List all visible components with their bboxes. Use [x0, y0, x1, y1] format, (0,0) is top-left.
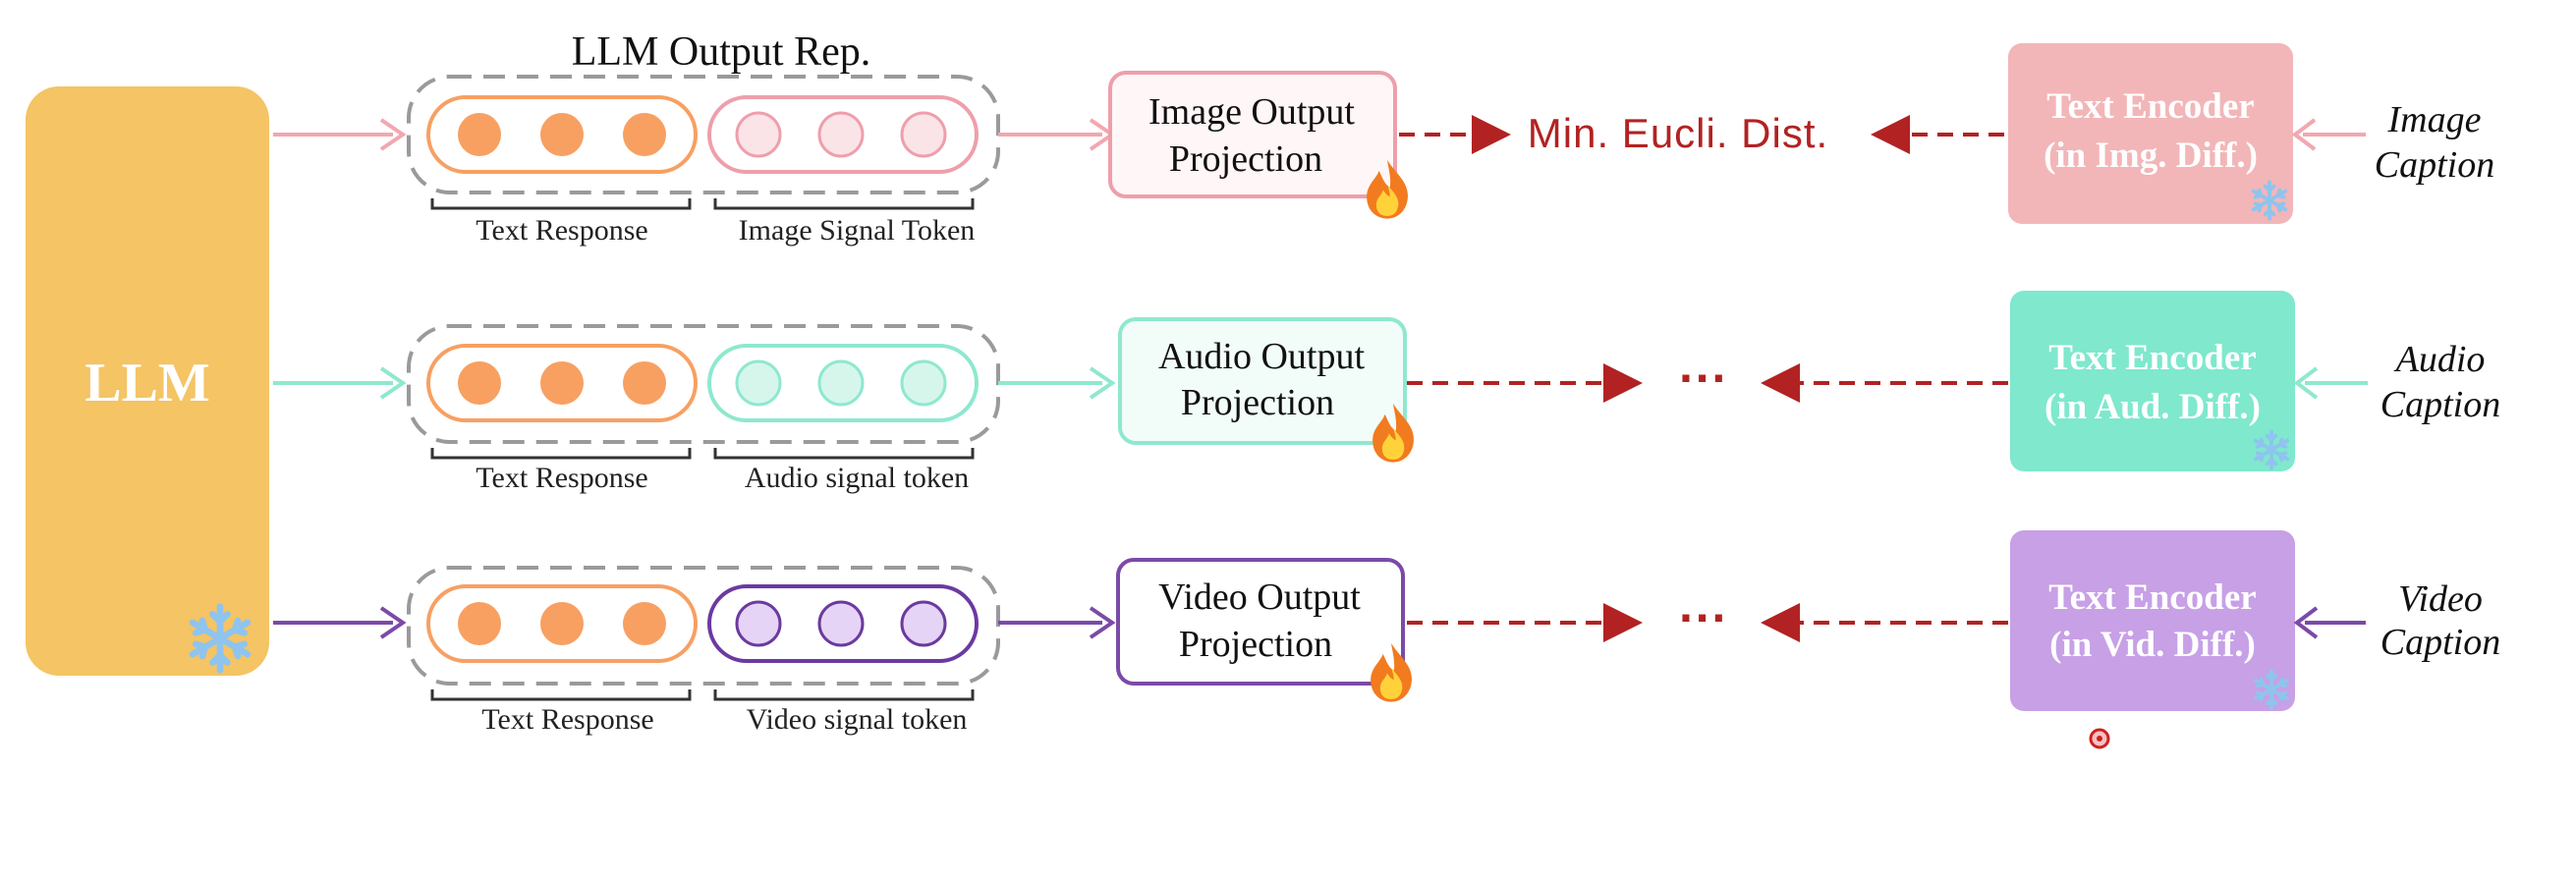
token-group-outline — [407, 566, 1000, 686]
video-signal-token — [735, 600, 782, 647]
text-token — [458, 361, 501, 405]
image-signal-token — [735, 111, 782, 158]
video-signal-token — [817, 600, 865, 647]
audio-encoder-line1: Text Encoder — [2048, 338, 2256, 378]
audio-text-encoder — [2010, 291, 2295, 471]
image-text-encoder — [2008, 43, 2293, 224]
text-token-capsule — [426, 344, 698, 422]
video-caption-line1: Video — [2398, 578, 2483, 620]
image-caption-line2: Caption — [2375, 144, 2494, 186]
video-encoder-line2: (in Vid. Diff.) — [2049, 625, 2256, 665]
video-encoder-line1: Text Encoder — [2048, 578, 2256, 618]
video-signal-capsule — [707, 584, 979, 663]
loss-label: Min. Eucli. Dist. — [1528, 110, 1828, 156]
video-caption-line2: Caption — [2380, 622, 2500, 663]
image-projection-line2: Projection — [1169, 138, 1322, 180]
image-signal-capsule — [707, 95, 979, 174]
row-video: Text Response Video signal token Video O… — [273, 530, 2500, 736]
text-token — [623, 113, 666, 156]
image-signal-token — [817, 111, 865, 158]
text-response-label: Text Response — [476, 462, 647, 494]
video-signal-token — [900, 600, 947, 647]
audio-signal-token — [735, 359, 782, 407]
audio-projection-line1: Audio Output — [1158, 336, 1366, 377]
text-token — [458, 113, 501, 156]
video-output-projection — [1116, 558, 1405, 686]
loss-label: ··· — [1679, 590, 1728, 645]
text-token — [623, 361, 666, 405]
text-response-label: Text Response — [476, 214, 647, 247]
image-signal-token — [900, 111, 947, 158]
text-token-capsule — [426, 95, 698, 174]
text-token — [623, 602, 666, 645]
video-signal-label: Video signal token — [747, 703, 968, 736]
image-encoder-line2: (in Img. Diff.) — [2044, 136, 2258, 176]
cursor-indicator — [2089, 728, 2110, 749]
text-token — [540, 113, 584, 156]
audio-signal-token — [817, 359, 865, 407]
text-token-capsule — [426, 584, 698, 663]
image-caption-line1: Image — [2387, 99, 2482, 140]
text-token — [458, 602, 501, 645]
audio-signal-capsule — [707, 344, 979, 422]
row-image: Text Response Image Signal Token Image O… — [273, 43, 2494, 247]
image-output-projection — [1108, 71, 1397, 198]
image-projection-line1: Image Output — [1148, 91, 1355, 133]
video-projection-line1: Video Output — [1158, 577, 1361, 618]
text-token — [540, 361, 584, 405]
audio-caption-line1: Audio — [2393, 339, 2486, 380]
output-rep-title: LLM Output Rep. — [572, 29, 870, 75]
audio-projection-line2: Projection — [1181, 382, 1334, 423]
image-signal-label: Image Signal Token — [739, 214, 976, 247]
loss-label: ··· — [1679, 351, 1728, 406]
text-token — [540, 602, 584, 645]
audio-output-projection — [1118, 317, 1407, 445]
audio-signal-label: Audio signal token — [745, 462, 969, 494]
video-text-encoder — [2010, 530, 2295, 711]
audio-encoder-line2: (in Aud. Diff.) — [2044, 387, 2261, 427]
video-projection-line2: Projection — [1179, 624, 1332, 665]
audio-caption-line2: Caption — [2380, 384, 2500, 425]
row-audio: Text Response Audio signal token Audio O… — [273, 291, 2500, 494]
audio-signal-token — [900, 359, 947, 407]
llm-label: LLM — [84, 353, 210, 413]
llm-block: LLM — [26, 86, 269, 676]
image-encoder-line1: Text Encoder — [2046, 86, 2254, 127]
text-response-label: Text Response — [481, 703, 653, 736]
